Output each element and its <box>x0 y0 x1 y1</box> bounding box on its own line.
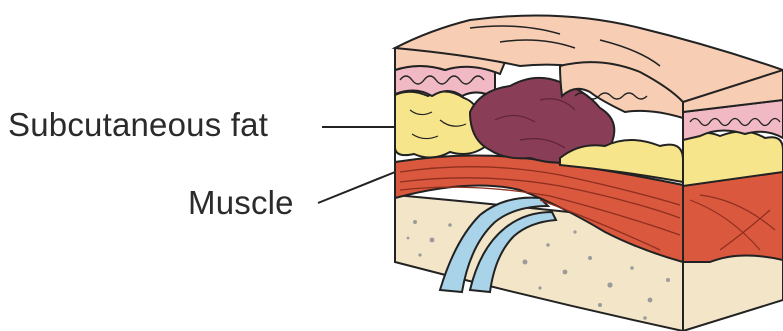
muscle-leader-line <box>318 170 400 203</box>
right-face <box>683 70 783 331</box>
